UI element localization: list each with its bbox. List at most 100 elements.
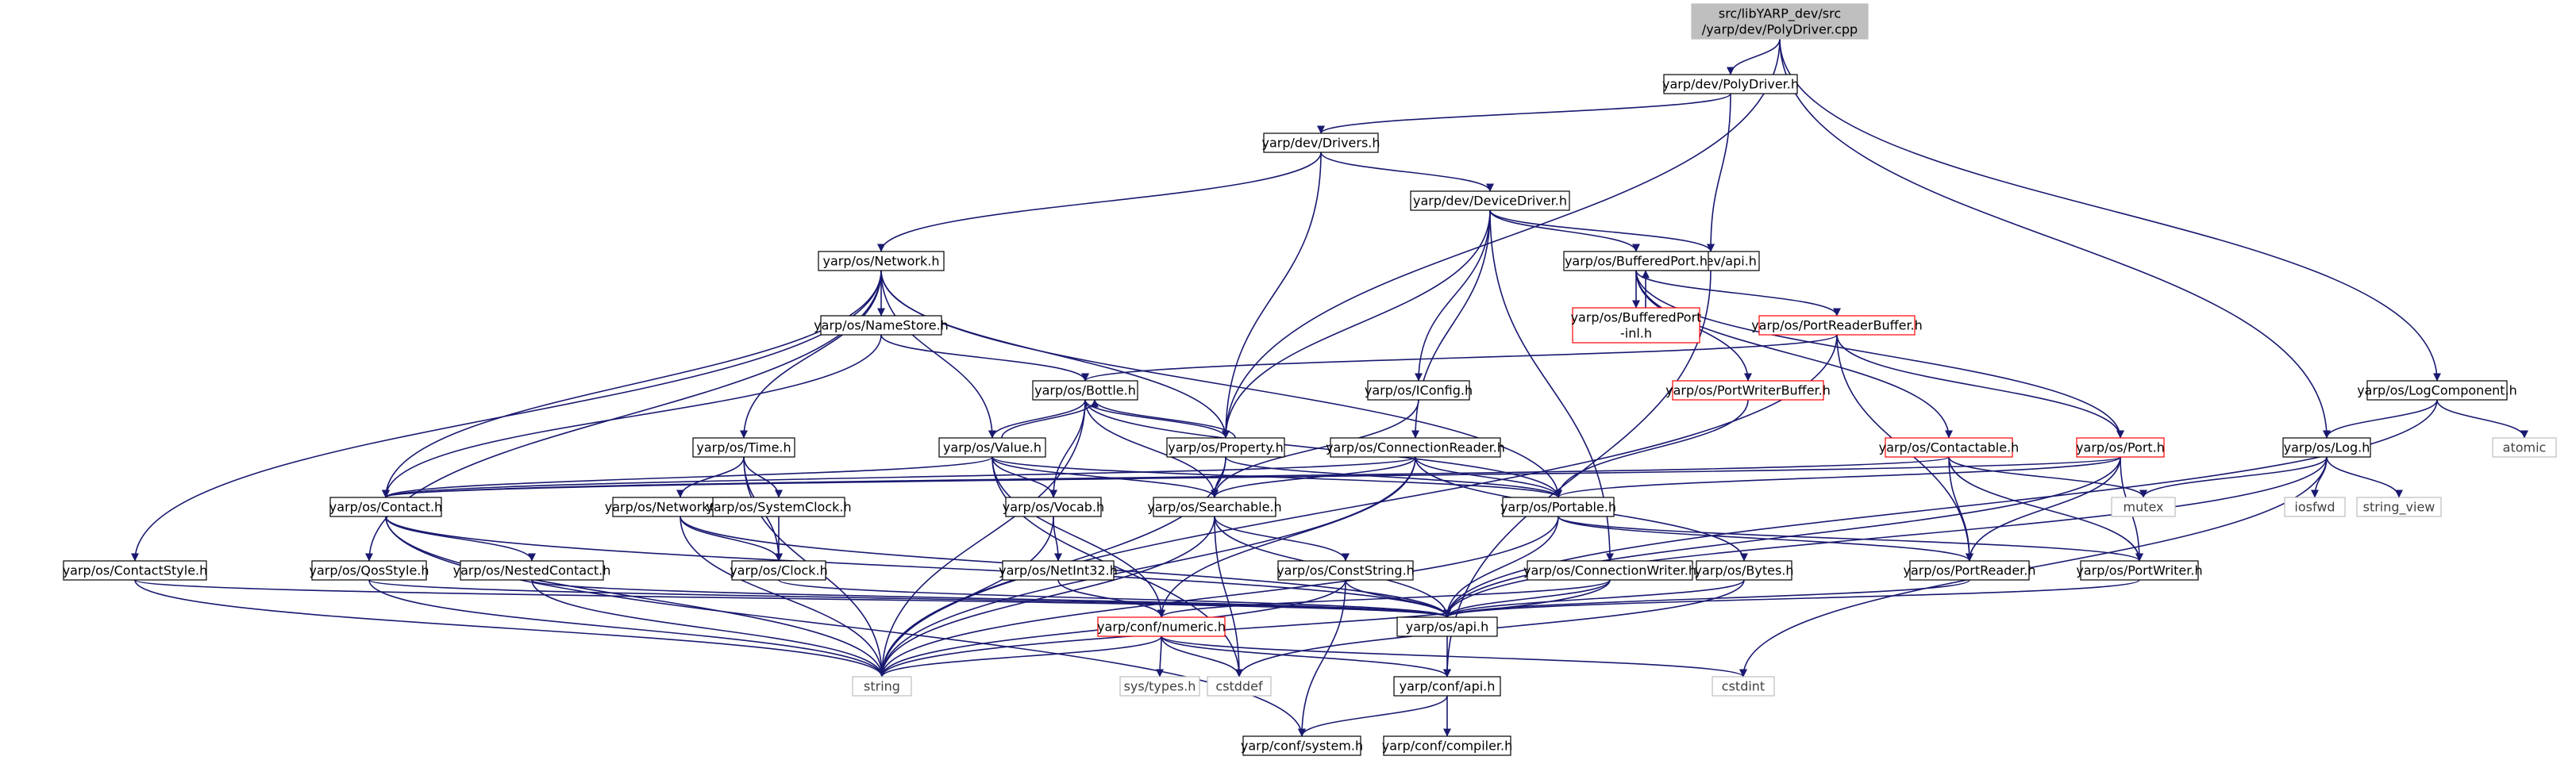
- edge-network_h-to-portable_h: [880, 270, 1562, 498]
- node-label: yarp/os/Network.h: [823, 254, 940, 269]
- node-portwriter-h[interactable]: yarp/os/PortWriter.h: [2076, 560, 2203, 581]
- node-contact-h[interactable]: yarp/os/Contact.h: [329, 497, 442, 517]
- node-label: yarp/os/BufferedPort: [1571, 310, 1702, 325]
- edge-polydriver_h-to-dev_api_h: [1707, 93, 1731, 252]
- header-nodes: src/libYARP_dev/src/yarp/dev/PolyDriver.…: [63, 3, 2557, 756]
- node-box: [1758, 315, 1916, 336]
- node-vocab-h[interactable]: yarp/os/Vocab.h: [1003, 497, 1104, 517]
- node-label: yarp/os/PortWriterBuffer.h: [1665, 383, 1831, 398]
- edge-searchable_h-to-conststring_h: [1214, 516, 1350, 562]
- node-namestore-h[interactable]: yarp/os/NameStore.h: [814, 315, 949, 336]
- node-box: [1277, 560, 1414, 581]
- node-box: [820, 315, 942, 336]
- edge-namestore_h-to-contact_h: [382, 334, 882, 498]
- node-nestedcontact-h[interactable]: yarp/os/NestedContact.h: [453, 560, 611, 581]
- node-box: [63, 560, 207, 581]
- edge-port_h-to-portreader_h: [1966, 456, 2121, 562]
- edge-conf_numeric_h-to-sys_types_h: [1156, 635, 1165, 678]
- node-property-h[interactable]: yarp/os/Property.h: [1166, 437, 1285, 458]
- node-os-api-h[interactable]: yarp/os/api.h: [1396, 616, 1498, 637]
- node-label: yarp/os/Bytes.h: [1694, 563, 1793, 578]
- edge-contact_h-to-os_api_h: [385, 516, 1451, 618]
- edge-devicedriver_h-to-property_h: [1222, 209, 1491, 439]
- node-connectionreader-h[interactable]: yarp/os/ConnectionReader.h: [1326, 437, 1505, 458]
- edge-devicedriver_h-to-bufferedport_h: [1489, 209, 1640, 252]
- node-portwriterbuffer-h[interactable]: yarp/os/PortWriterBuffer.h: [1665, 380, 1831, 401]
- node-conf-api-h[interactable]: yarp/conf/api.h: [1393, 676, 1501, 697]
- edge-nestedcontact_h-to-os_api_h: [531, 579, 1451, 618]
- node-searchable-h[interactable]: yarp/os/Searchable.h: [1147, 497, 1282, 517]
- node-label: yarp/os/NetInt32.h: [999, 563, 1118, 578]
- node-root[interactable]: src/libYARP_dev/src/yarp/dev/PolyDriver.…: [1691, 3, 1869, 40]
- node-network-h[interactable]: yarp/os/Network.h: [818, 251, 945, 271]
- node-portable-h[interactable]: yarp/os/Portable.h: [1500, 497, 1616, 517]
- node-conf-system-h[interactable]: yarp/conf/system.h: [1241, 735, 1363, 756]
- node-time-h[interactable]: yarp/os/Time.h: [692, 437, 795, 458]
- edge-bufferedport_h-to-port_h: [1635, 270, 2124, 439]
- node-box: [1263, 132, 1379, 153]
- node-label: yarp/conf/numeric.h: [1097, 620, 1226, 635]
- node-conf-compiler-h[interactable]: yarp/conf/compiler.h: [1382, 735, 1513, 756]
- node-value-h[interactable]: yarp/os/Value.h: [938, 437, 1046, 458]
- node-label: yarp/os/ContactStyle.h: [63, 563, 208, 578]
- node-conf-numeric-h[interactable]: yarp/conf/numeric.h: [1097, 616, 1226, 637]
- node-label: yarp/os/NameStore.h: [814, 318, 949, 333]
- edge-portwriter_h-to-os_api_h: [1443, 579, 2140, 618]
- node-bufferedport-h[interactable]: yarp/os/BufferedPort.h: [1563, 251, 1709, 271]
- edge-network_h-to-contactstyle_h: [131, 270, 882, 562]
- node-box: [2282, 437, 2371, 458]
- node-label: yarp/dev/PolyDriver.h: [1662, 77, 1799, 92]
- node-box: [1097, 616, 1226, 637]
- node-contactable-h[interactable]: yarp/os/Contactable.h: [1879, 437, 2020, 458]
- edge-logcomponent_h-to-atomic: [2436, 399, 2528, 439]
- node-polydriver-h[interactable]: yarp/dev/PolyDriver.h: [1662, 74, 1799, 94]
- edge-drivers_h-to-property_h: [1222, 152, 1322, 439]
- node-iconfig-h[interactable]: yarp/os/IConfig.h: [1365, 380, 1473, 401]
- edge-bottle_h-to-string: [878, 399, 1086, 678]
- node-qosstyle-h[interactable]: yarp/os/QosStyle.h: [309, 560, 429, 581]
- node-label: yarp/os/Bottle.h: [1034, 383, 1136, 398]
- node-label: yarp/os/LogComponent.h: [2357, 383, 2517, 398]
- edge-conf_numeric_h-to-conf_api_h: [1161, 635, 1451, 678]
- node-box: [1691, 3, 1869, 40]
- edge-bottle_h-to-value_h: [988, 399, 1086, 439]
- node-systemclock-h[interactable]: yarp/os/SystemClock.h: [706, 497, 852, 517]
- node-box: [1330, 437, 1501, 458]
- edge-connectionreader_h-to-contact_h: [382, 456, 1416, 498]
- edge-value_h-to-searchable_h: [992, 456, 1219, 498]
- node-bottle-h[interactable]: yarp/os/Bottle.h: [1032, 380, 1138, 401]
- node-logcomponent-h[interactable]: yarp/os/LogComponent.h: [2357, 380, 2517, 401]
- node-box: [1119, 676, 1200, 697]
- node-drivers-h[interactable]: yarp/dev/Drivers.h: [1261, 132, 1380, 153]
- edge-log_h-to-string_view: [2326, 456, 2403, 498]
- edge-searchable_h-to-cstddef: [1214, 516, 1243, 678]
- node-portreader-h[interactable]: yarp/os/PortReader.h: [1903, 560, 2036, 581]
- edge-portwriterbuffer_h-to-portable_h: [1554, 399, 1749, 498]
- edge-portable_h-to-os_api_h: [1443, 516, 1559, 618]
- node-devicedriver-h[interactable]: yarp/dev/DeviceDriver.h: [1410, 190, 1570, 211]
- node-label: yarp/os/ConnectionWriter.h: [1523, 563, 1696, 578]
- node-contactstyle-h[interactable]: yarp/os/ContactStyle.h: [63, 560, 208, 581]
- edge-port_h-to-portable_h: [1554, 456, 2121, 498]
- node-connectionwriter-h[interactable]: yarp/os/ConnectionWriter.h: [1523, 560, 1696, 581]
- node-conststring-h[interactable]: yarp/os/ConstString.h: [1276, 560, 1415, 581]
- edge-value_h-to-vocab_h: [992, 456, 1057, 498]
- node-netint32-h[interactable]: yarp/os/NetInt32.h: [999, 560, 1118, 581]
- node-port-h[interactable]: yarp/os/Port.h: [2076, 437, 2165, 458]
- edge-time_h-to-networkclock_h: [676, 456, 745, 498]
- node-bufferedport-inl[interactable]: yarp/os/BufferedPort-inl.h: [1571, 307, 1702, 344]
- node-label: string_view: [2363, 500, 2435, 516]
- node-label: yarp/os/Property.h: [1168, 440, 1284, 455]
- node-log-h[interactable]: yarp/os/Log.h: [2282, 437, 2371, 458]
- node-bytes-h[interactable]: yarp/os/Bytes.h: [1694, 560, 1794, 581]
- node-box: [1696, 560, 1792, 581]
- node-cstdint: cstdint: [1712, 676, 1775, 697]
- node-box: [329, 497, 442, 517]
- node-clock-h[interactable]: yarp/os/Clock.h: [730, 560, 828, 581]
- edge-property_h-to-bottle_h: [1091, 399, 1236, 439]
- edge-network_h-to-value_h: [880, 270, 996, 439]
- node-label: cstdint: [1722, 679, 1765, 694]
- node-box: [2080, 560, 2199, 581]
- node-portreaderbuffer-h[interactable]: yarp/os/PortReaderBuffer.h: [1751, 315, 1923, 336]
